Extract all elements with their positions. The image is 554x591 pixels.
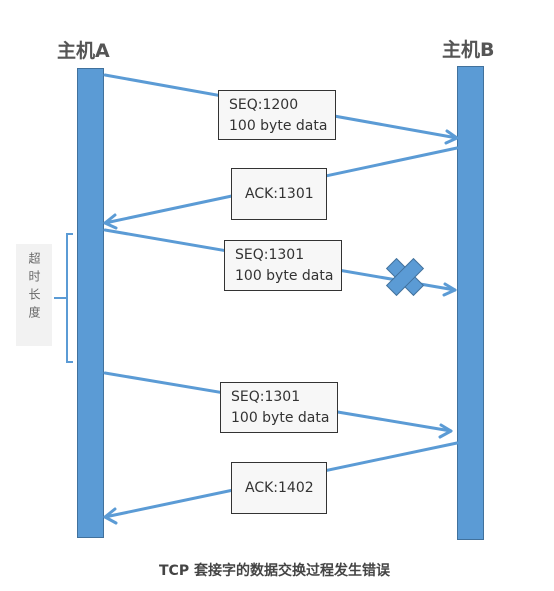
arrow-seq-1301-retry-head — [438, 423, 453, 439]
message-data-label: 100 byte data — [231, 410, 330, 426]
arrow-ack-1301-head — [103, 213, 118, 230]
message-box-seq-1301-retry: SEQ:1301 100 byte data — [220, 382, 338, 433]
message-box-seq-1301-lost: SEQ:1301 100 byte data — [224, 240, 342, 291]
message-box-ack-1402: ACK:1402 — [231, 462, 327, 514]
arrow-ack-1402-head — [103, 507, 118, 525]
message-ack-label: ACK:1301 — [245, 186, 314, 202]
host-b-timeline — [457, 66, 484, 540]
message-seq-label: SEQ:1200 — [229, 97, 299, 113]
message-data-label: 100 byte data — [235, 268, 334, 284]
diagram-caption: TCP 套接字的数据交换过程发生错误 — [159, 563, 390, 579]
message-ack-label: ACK:1402 — [245, 480, 314, 496]
arrow-seq-1301-lost-head — [442, 282, 457, 297]
arrow-seq-1200-head — [444, 129, 459, 145]
host-a-timeline — [77, 68, 104, 538]
packet-lost-icon — [385, 257, 425, 297]
host-a-label: 主机A — [57, 40, 110, 62]
message-box-seq-1200: SEQ:1200 100 byte data — [218, 90, 336, 140]
host-b-label: 主机B — [442, 39, 495, 61]
message-seq-label: SEQ:1301 — [235, 247, 305, 263]
timeout-bracket — [54, 233, 73, 363]
timeout-label-box: 超时长度 — [16, 244, 52, 346]
timeout-label: 超时长度 — [27, 252, 41, 324]
message-data-label: 100 byte data — [229, 118, 328, 134]
message-seq-label: SEQ:1301 — [231, 389, 301, 405]
message-box-ack-1301: ACK:1301 — [231, 168, 327, 220]
